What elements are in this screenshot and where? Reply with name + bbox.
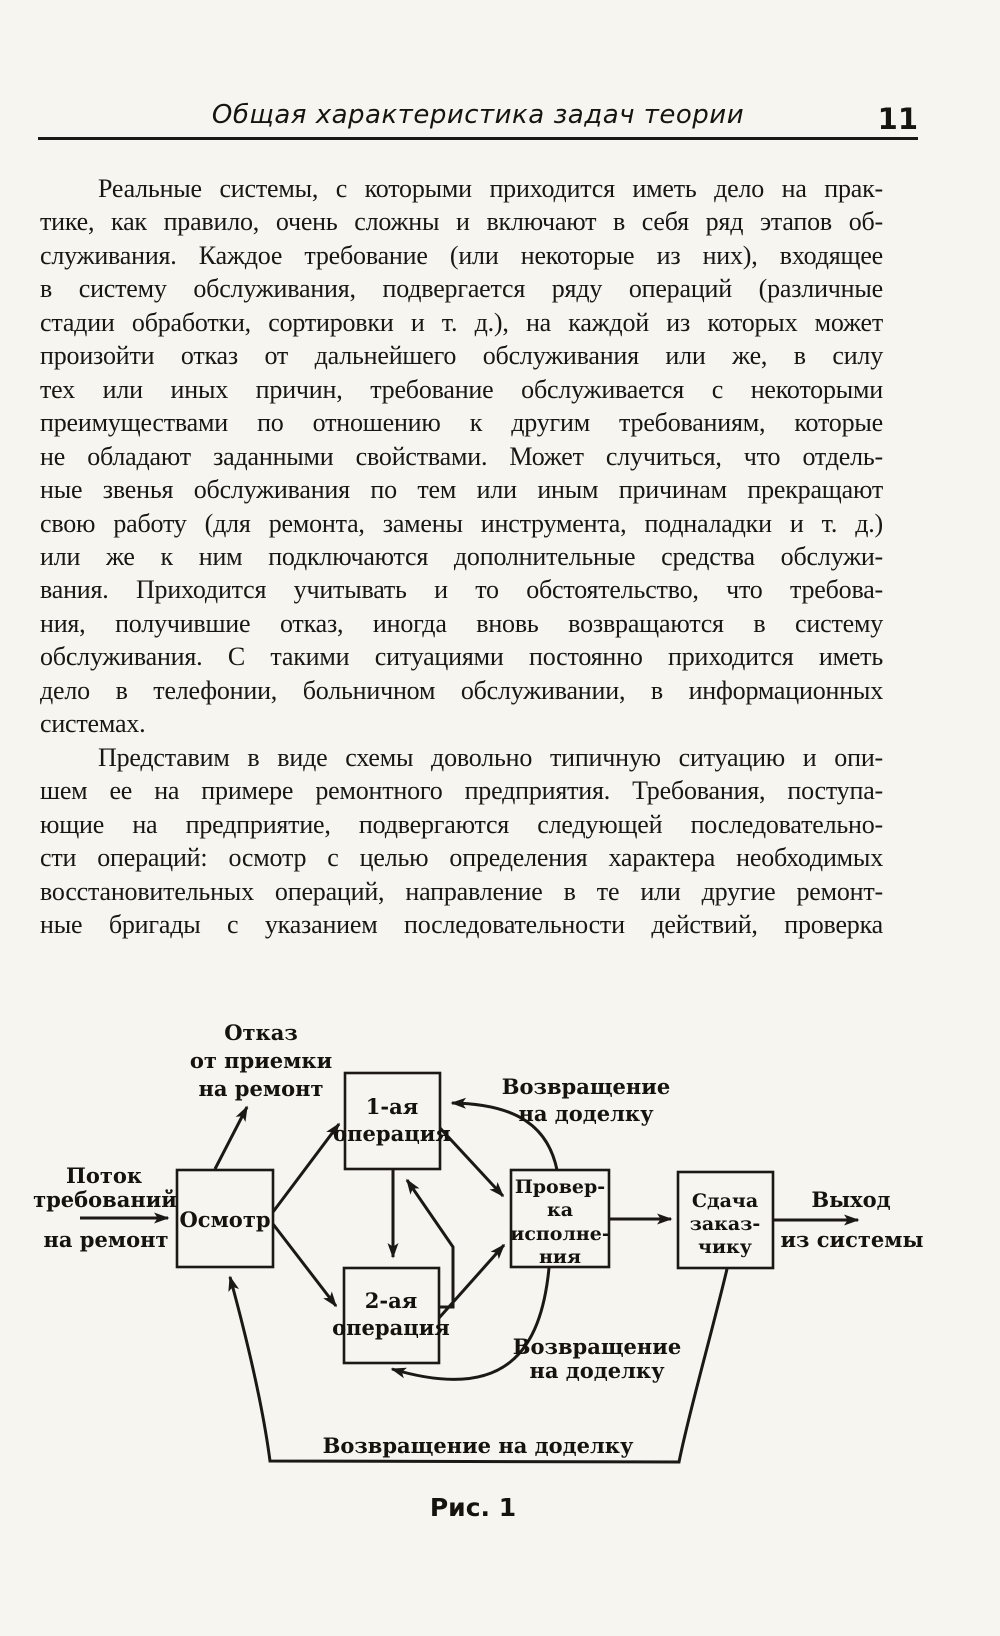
body-line: Представим в виде схемы довольно типичну… bbox=[98, 742, 883, 772]
box-check-label-line3: исполне- bbox=[510, 1223, 610, 1245]
arrow-inspection-to-op2 bbox=[271, 1223, 338, 1308]
reject-label-line3: на ремонт bbox=[199, 1076, 324, 1101]
inflow-label-line3: на ремонт bbox=[44, 1227, 169, 1252]
arrow-op1-to-check bbox=[438, 1126, 505, 1198]
body-line: системах. bbox=[40, 709, 146, 739]
body-line: свою работу (для ремонта, замены инструм… bbox=[40, 508, 883, 538]
reject-label-line2: от приемки bbox=[190, 1048, 332, 1073]
return-mid-label-line1: Возвращение bbox=[513, 1334, 681, 1359]
box-check-label-line2: ка bbox=[547, 1199, 573, 1221]
arrow-inspection-to-op1 bbox=[271, 1122, 341, 1213]
box-inspection-label: Осмотр bbox=[179, 1207, 270, 1232]
box-operation-2-label-line2: операция bbox=[332, 1315, 450, 1340]
box-operation-2-label-line1: 2-ая bbox=[365, 1288, 417, 1313]
box-check-label-line1: Провер- bbox=[515, 1176, 605, 1198]
return-top-label-line2: на доделку bbox=[518, 1101, 654, 1126]
paragraph-1: Реальные системы, с которыми приходится … bbox=[40, 172, 883, 741]
box-operation-1-label-line2: операция bbox=[333, 1121, 451, 1146]
box-execution-check bbox=[509, 1168, 611, 1269]
body-line: вания. Приходится учитывать и то обстоят… bbox=[40, 575, 883, 605]
body-line: стадии обработки, сортировки и т. д.), н… bbox=[40, 307, 883, 337]
box-operation-2 bbox=[342, 1266, 441, 1365]
body-line: сти операций: осмотр с целью определения… bbox=[40, 843, 883, 873]
body-line: произойти отказ от дальнейшего обслужива… bbox=[40, 341, 883, 371]
page-number: 11 bbox=[877, 102, 918, 136]
reject-label-line1: Отказ bbox=[224, 1020, 297, 1045]
body-line: Реальные системы, с которыми приходится … bbox=[98, 174, 883, 203]
body-line: дело в телефонии, больничном обслуживани… bbox=[40, 675, 883, 705]
box-check-label-line4: ния bbox=[539, 1246, 581, 1268]
exit-label-line2: из системы bbox=[780, 1227, 923, 1252]
paragraph-2: Представим в виде схемы довольно типичну… bbox=[40, 741, 883, 942]
arrow-inspection-to-reject bbox=[213, 1105, 249, 1170]
exit-label-line1: Выход bbox=[811, 1187, 890, 1212]
body-line: восстановительных операций, направление … bbox=[40, 876, 883, 906]
box-inspection bbox=[175, 1168, 275, 1269]
body-line: или же к ним подключаются дополнительные… bbox=[40, 541, 883, 571]
return-top-label-line1: Возвращение bbox=[502, 1074, 670, 1099]
inflow-label-line1: Поток bbox=[66, 1163, 142, 1188]
box-delivery-label-line1: Сдача bbox=[692, 1190, 758, 1212]
arrow-return-check-to-op1 bbox=[450, 1097, 559, 1171]
return-mid-label-line2: на доделку bbox=[529, 1358, 665, 1383]
figure-1-diagram: Осмотр 1-ая операция 2-ая операция Прове… bbox=[33, 1020, 923, 1522]
header-rule bbox=[38, 137, 918, 140]
inflow-label-line2: требований bbox=[33, 1187, 177, 1212]
body-line: ные бригады с указанием последовательнос… bbox=[40, 909, 883, 939]
arrow-op2-to-op1 bbox=[405, 1178, 455, 1309]
running-header-title: Общая характеристика задач теории bbox=[211, 100, 745, 130]
body-line: ные звенья обслуживания по тем или иным … bbox=[40, 475, 883, 505]
arrow-return-check-to-op2 bbox=[390, 1267, 551, 1381]
return-bottom-label: Возвращение на доделку bbox=[323, 1433, 634, 1458]
body-line: ния, получившие отказ, иногда вновь возв… bbox=[40, 608, 883, 638]
arrow-op2-to-check bbox=[437, 1243, 506, 1319]
body-line: ющие на предприятие, подвергаются следую… bbox=[40, 809, 883, 839]
body-line: тех или иных причин, требование обслужив… bbox=[40, 374, 883, 404]
arrow-return-delivery-to-inspection bbox=[228, 1268, 729, 1464]
box-delivery-label-line2: заказ- bbox=[690, 1213, 760, 1235]
body-text: Реальные системы, с которыми приходится … bbox=[40, 172, 883, 941]
box-delivery bbox=[676, 1170, 775, 1270]
body-line: преимуществами по отношению к другим тре… bbox=[40, 408, 883, 438]
body-line: в систему обслуживания, подвергается ряд… bbox=[40, 274, 883, 304]
body-line: не обладают заданными свойствами. Может … bbox=[40, 441, 883, 471]
box-operation-1-label-line1: 1-ая bbox=[366, 1094, 418, 1119]
body-line: шем ее на примере ремонтного предприятия… bbox=[40, 776, 883, 806]
figure-caption: Рис. 1 bbox=[430, 1493, 516, 1522]
body-line: тике, как правило, очень сложны и включа… bbox=[40, 207, 883, 237]
body-line: обслуживания. С такими ситуациями постоя… bbox=[40, 642, 883, 672]
body-line: служивания. Каждое требование (или некот… bbox=[40, 240, 883, 270]
box-delivery-label-line3: чику bbox=[698, 1236, 752, 1258]
box-operation-1 bbox=[343, 1071, 442, 1171]
